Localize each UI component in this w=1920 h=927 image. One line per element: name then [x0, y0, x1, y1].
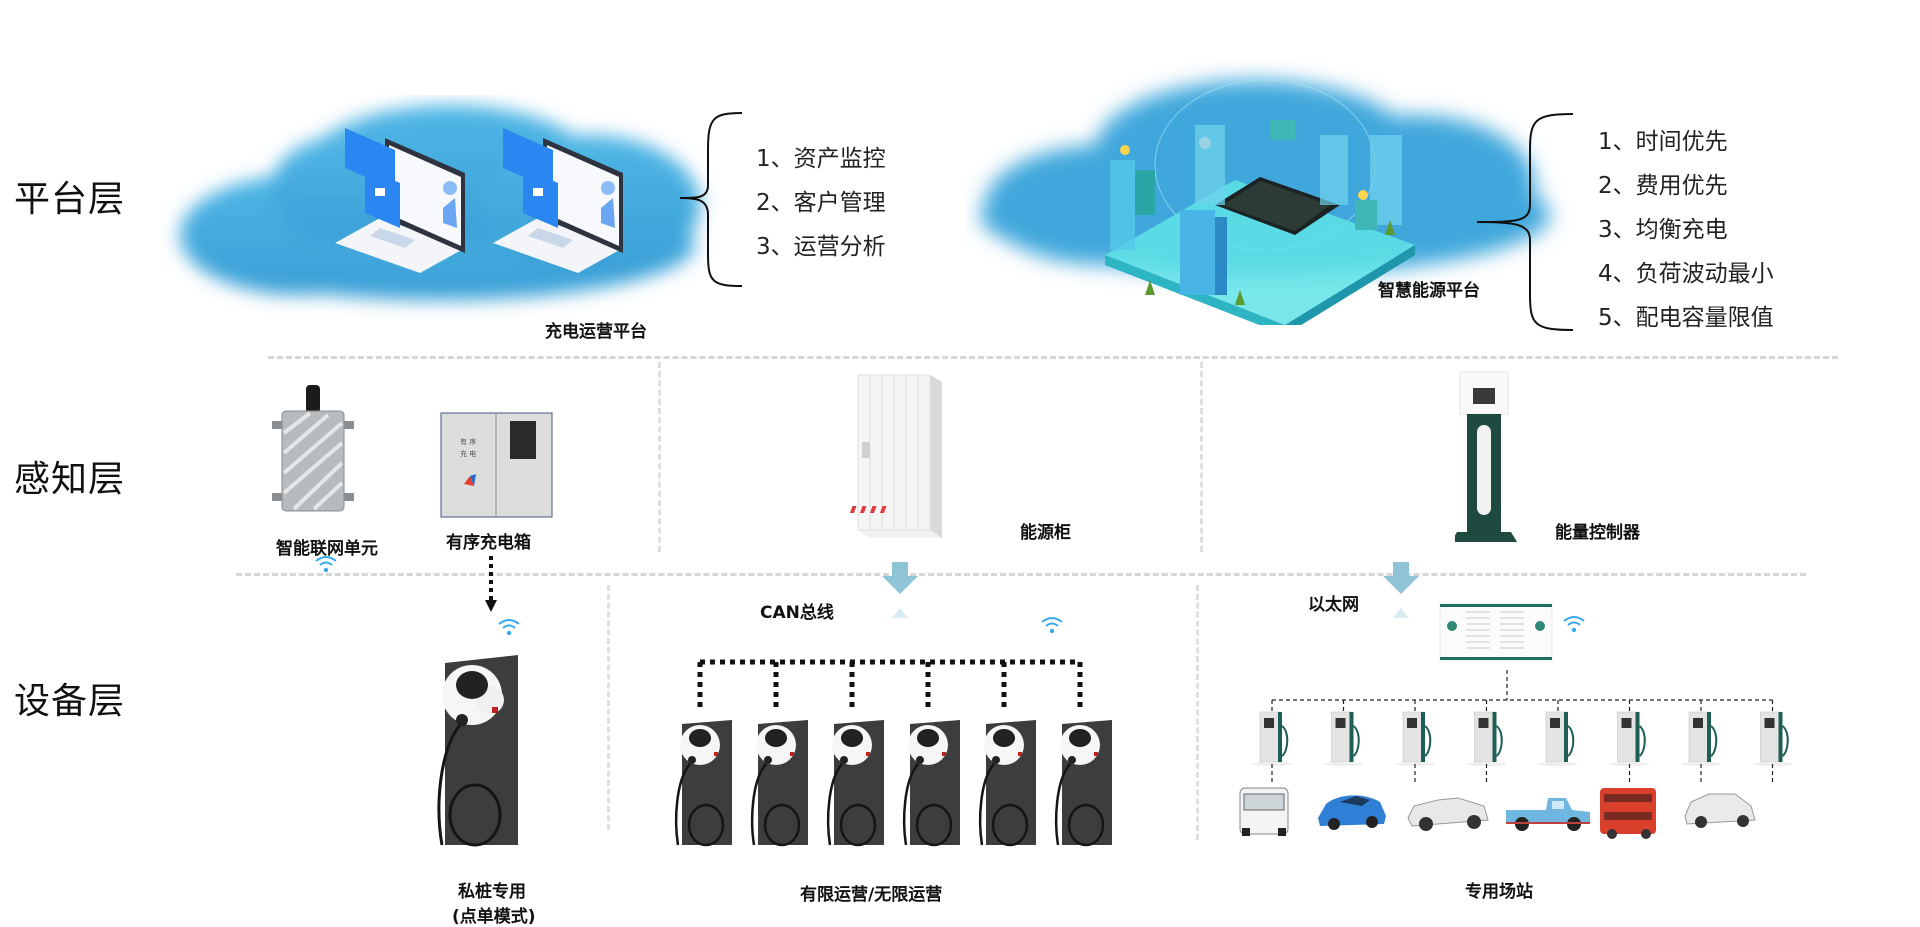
dc-charging-pile — [1538, 711, 1578, 766]
wall-charger — [1054, 720, 1112, 847]
energy-cabinet — [850, 374, 942, 538]
feature-item: 1、资产监控 — [756, 146, 886, 172]
vehicle-blue-sedan — [1318, 795, 1386, 830]
svg-text:充 电: 充 电 — [460, 449, 476, 458]
dc-charging-pile — [1323, 711, 1364, 766]
vehicle-white-convertible — [1407, 797, 1489, 831]
down-arrow-can — [882, 562, 918, 618]
laptop-illustration-2 — [493, 128, 623, 273]
wall-charger — [978, 720, 1036, 847]
can-bus-label: CAN总线 — [760, 603, 834, 623]
wifi-icon — [1563, 616, 1585, 633]
feature-item: 3、均衡充电 — [1598, 217, 1728, 243]
vehicle-white-suv — [1684, 793, 1756, 828]
dc-charging-pile — [1395, 711, 1435, 766]
laptop-illustration-1 — [335, 128, 465, 273]
layer-label-perception: 感知层 — [14, 459, 126, 500]
vdivider-perception-1 — [658, 362, 661, 552]
feature-item: 2、费用优先 — [1598, 173, 1728, 199]
brace-left — [679, 112, 743, 287]
private-pile-subtitle: (点单模式) — [452, 907, 536, 927]
separator-platform-perception — [268, 356, 1838, 359]
wall-charger — [902, 720, 960, 847]
vdivider-device-1 — [607, 585, 610, 830]
dedicated-station-label: 专用场站 — [1465, 882, 1533, 902]
dc-charging-pile — [1252, 711, 1292, 766]
layer-label-device: 设备层 — [14, 681, 126, 722]
feature-item: 2、客户管理 — [756, 190, 886, 216]
svg-text:有 序: 有 序 — [460, 437, 476, 446]
iot-unit-label: 智能联网单元 — [276, 539, 378, 559]
charging-host-cabinet — [1439, 603, 1553, 661]
feature-item: 4、负荷波动最小 — [1598, 261, 1774, 287]
dc-charging-pile — [1681, 711, 1721, 766]
brace-right — [1476, 113, 1574, 331]
energy-cabinet-label: 能源柜 — [1020, 523, 1071, 543]
energy-controller — [1455, 371, 1517, 542]
vdivider-device-2 — [1196, 585, 1199, 840]
operation-mode-label: 有限运营/无限运营 — [800, 885, 943, 905]
charging-platform-feature-list: 1、资产监控 2、客户管理 3、运营分析 — [756, 137, 886, 269]
private-pile-title: 私桩专用 — [458, 882, 526, 902]
dc-charging-pile — [1609, 711, 1650, 766]
feature-item: 5、配电容量限值 — [1598, 305, 1774, 331]
iot-unit-device — [272, 385, 354, 512]
can-bus-network — [674, 659, 1112, 847]
vehicle-blue-pickup — [1506, 798, 1590, 831]
smart-city-illustration — [1105, 120, 1415, 325]
vehicle-red-double-decker — [1600, 788, 1656, 839]
wall-charger — [750, 720, 808, 847]
energy-platform-label: 智慧能源平台 — [1378, 281, 1480, 301]
dc-charging-pile — [1752, 711, 1793, 766]
feature-item: 3、运营分析 — [756, 234, 886, 260]
wall-charger — [674, 720, 732, 847]
charging-platform-label: 充电运营平台 — [545, 322, 647, 342]
energy-controller-label: 能量控制器 — [1555, 523, 1640, 543]
vdivider-perception-2 — [1200, 362, 1203, 552]
private-wall-charger — [437, 655, 518, 847]
wall-charger — [826, 720, 884, 847]
dc-charging-pile — [1466, 711, 1507, 766]
dedicated-station-network — [1239, 670, 1793, 839]
dotted-arrow-down — [485, 556, 497, 612]
feature-item: 1、时间优先 — [1598, 129, 1728, 155]
down-arrow-ethernet — [1383, 562, 1419, 618]
private-pile-label: 私桩专用 (点单模式) — [452, 877, 536, 927]
ordered-box-label: 有序充电箱 — [446, 533, 531, 553]
ordered-charging-box: 有 序 充 电 — [440, 412, 553, 518]
layer-label-platform: 平台层 — [14, 179, 126, 220]
ethernet-label: 以太网 — [1308, 595, 1359, 615]
separator-perception-device — [236, 573, 1806, 576]
wifi-icon — [1041, 617, 1063, 634]
wifi-icon — [315, 556, 337, 573]
energy-platform-feature-list: 1、时间优先 2、费用优先 3、均衡充电 4、负荷波动最小 5、配电容量限值 — [1598, 120, 1774, 340]
wifi-icon — [498, 619, 520, 636]
vehicle-bus — [1239, 787, 1289, 836]
